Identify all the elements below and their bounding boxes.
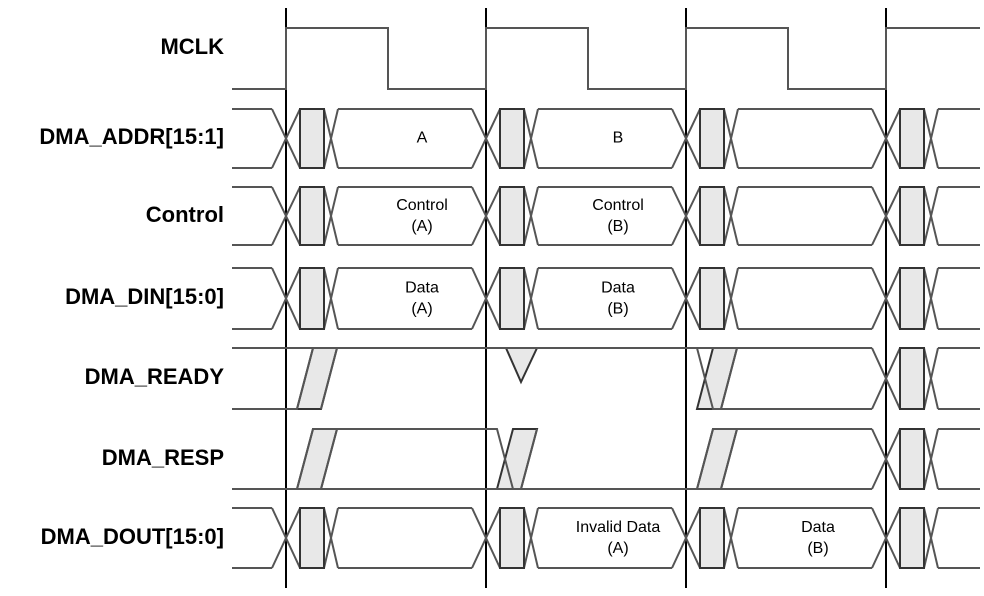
bus-value-text: A bbox=[417, 130, 428, 147]
bus-transition-cross bbox=[271, 507, 339, 569]
bus-transition-fill bbox=[899, 428, 925, 490]
signal-label-mclk: MCLK bbox=[160, 34, 224, 59]
bus-transition-fill bbox=[899, 507, 925, 569]
bus-value-text: (A) bbox=[411, 301, 432, 318]
bus-transition-fill bbox=[299, 267, 325, 330]
bus-transition-fill bbox=[299, 186, 325, 246]
bus-transition-fill bbox=[499, 267, 525, 330]
signal-label-dma_resp: DMA_RESP bbox=[102, 445, 224, 470]
bus-transition-fill bbox=[699, 267, 725, 330]
bus-transition-fill bbox=[299, 108, 325, 169]
level-waveform-dma_ready bbox=[232, 347, 872, 410]
bus-transition-fill bbox=[899, 267, 925, 330]
bus-value-text: (A) bbox=[411, 218, 432, 235]
level-edge-line bbox=[320, 428, 338, 490]
waveforms-group bbox=[232, 27, 980, 569]
signal-label-dma_dout: DMA_DOUT[15:0] bbox=[41, 524, 224, 549]
bus-value-text: Control bbox=[396, 197, 448, 214]
bus-value-text: Control bbox=[592, 197, 644, 214]
bus-value-text: Invalid Data bbox=[576, 519, 661, 536]
bus-value-text: B bbox=[613, 130, 624, 147]
bus-value-text: Data bbox=[405, 280, 439, 297]
clock-waveform-mclk bbox=[232, 27, 980, 90]
bus-transition-cross bbox=[871, 347, 939, 410]
bus-transition-cross bbox=[271, 186, 339, 246]
bus-transition-cross bbox=[671, 186, 739, 246]
bus-transition-fill bbox=[899, 108, 925, 169]
bus-transition-cross bbox=[271, 108, 339, 169]
bus-transition-cross bbox=[671, 507, 739, 569]
bus-transition-cross bbox=[471, 108, 539, 169]
bus-transition-cross bbox=[871, 428, 939, 490]
bus-transition-fill bbox=[899, 186, 925, 246]
bus-value-text: (A) bbox=[607, 540, 628, 557]
bus-transition-fill bbox=[299, 507, 325, 569]
bus-transition-cross bbox=[671, 108, 739, 169]
bus-transition-cross bbox=[871, 186, 939, 246]
level-edge-line bbox=[520, 428, 538, 490]
bus-transition-cross bbox=[871, 108, 939, 169]
signal-label-control: Control bbox=[146, 202, 224, 227]
level-edge-line bbox=[720, 347, 738, 410]
bus-transition-cross bbox=[871, 267, 939, 330]
bus-transition-cross bbox=[471, 507, 539, 569]
signal-label-dma_addr: DMA_ADDR[15:1] bbox=[39, 124, 224, 149]
bus-value-text: (B) bbox=[607, 218, 628, 235]
signal-label-dma_ready: DMA_READY bbox=[85, 364, 225, 389]
bus-value-text: (B) bbox=[607, 301, 628, 318]
bus-transition-fill bbox=[899, 347, 925, 410]
bus-transition-fill bbox=[699, 186, 725, 246]
level-edge-line bbox=[720, 428, 738, 490]
bus-transition-fill bbox=[699, 108, 725, 169]
level-edge-line bbox=[320, 347, 338, 410]
bus-transition-cross bbox=[871, 507, 939, 569]
bus-value-text: Data bbox=[801, 519, 835, 536]
signal-label-dma_din: DMA_DIN[15:0] bbox=[65, 284, 224, 309]
bus-transition-fill bbox=[499, 507, 525, 569]
bus-transition-cross bbox=[271, 267, 339, 330]
bus-value-text: (B) bbox=[807, 540, 828, 557]
bus-transition-cross bbox=[471, 267, 539, 330]
bus-value-text: Data bbox=[601, 280, 635, 297]
bus-transition-cross bbox=[671, 267, 739, 330]
bus-transition-fill bbox=[499, 108, 525, 169]
bus-value-text-group: A B Control (A) Control (B) Data (A) Data (B) Inva… bbox=[396, 130, 835, 558]
level-waveform-dma_resp bbox=[232, 428, 872, 490]
bus-transition-cross bbox=[471, 186, 539, 246]
bus-transition-fill bbox=[499, 186, 525, 246]
bus-transition-fill bbox=[699, 507, 725, 569]
